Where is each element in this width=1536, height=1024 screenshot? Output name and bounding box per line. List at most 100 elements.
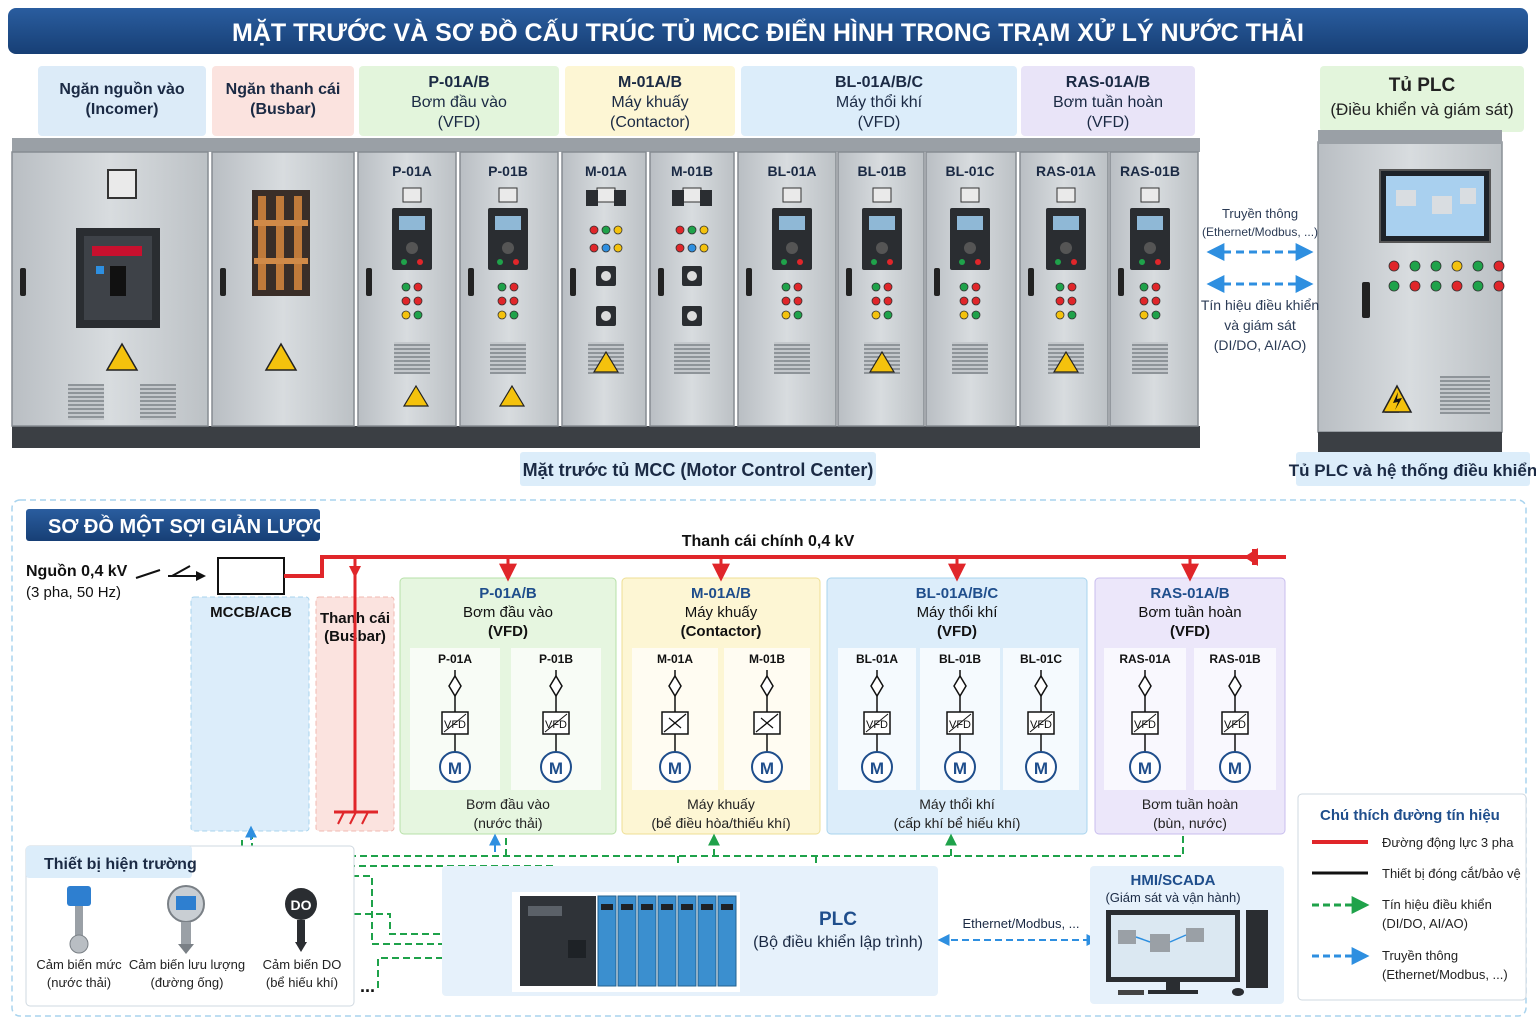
legend-item-2: Thiết bị đóng cắt/bảo vệ: [1382, 866, 1521, 881]
ethernet-label: Ethernet/Modbus, ...: [962, 916, 1079, 931]
cabinet-meter-P-01A: [402, 187, 422, 203]
cabinet-handle-8: [934, 268, 940, 296]
cabinet-vent-BL-01C: [952, 342, 988, 374]
mccb-box: [217, 557, 285, 595]
section-header-line-0-0: Ngăn nguồn vào: [59, 81, 185, 98]
motor-symbol-RAS-01A: [1129, 751, 1161, 783]
warning-icon-M-01A: [592, 350, 620, 373]
sld-frame: [11, 499, 1527, 1017]
section-header-box-4: [741, 66, 1017, 136]
plc-io-module-6: [717, 895, 737, 987]
cabinet-vent-RAS-01B: [1132, 342, 1168, 374]
plc-cabinet: [1317, 130, 1505, 452]
do-sensor-badge: DO: [291, 897, 312, 913]
sld-group-header-0-0: P-01A/B: [479, 585, 537, 602]
cabinet-handle-3: [468, 268, 474, 296]
sld-group-header-3-1: Bơm tuần hoàn: [1138, 604, 1241, 621]
fuse-symbol-P-01B: [549, 674, 563, 698]
plc-lamp-0: [1388, 260, 1400, 272]
plc-lamp-4: [1472, 260, 1484, 272]
plc-header-box: [1320, 66, 1524, 132]
section-header-line-2-1: Bơm đầu vào: [411, 94, 507, 111]
sld-group-header-2-2: (VFD): [937, 623, 977, 640]
do-sensor-icon: DO: [285, 888, 317, 952]
mcc-top-strip: [12, 138, 1200, 152]
cabinet-label-BL-01C: BL-01C: [945, 163, 994, 179]
field-device-3-sub: (bể hiếu khí): [266, 975, 338, 990]
plc-io-module-2: [637, 895, 657, 987]
source-label: Nguồn 0,4 kV: [26, 563, 128, 580]
mcc-caption-box: [520, 452, 876, 486]
section-headers: Ngăn nguồn vào(Incomer)Ngăn thanh cái(Bu…: [38, 66, 1195, 136]
fuse-symbol-BL-01B: [953, 674, 967, 698]
hmi-monitor-icon: [1106, 910, 1268, 996]
plc-lamp-2: [1430, 260, 1442, 272]
field-more: ...: [360, 976, 375, 996]
feeder-label-M-01A: M-01A: [657, 652, 693, 666]
legend-title: Chú thích đường tín hiệu: [1320, 807, 1500, 824]
cabinet-handle-5: [658, 268, 664, 296]
section-header-line-2-2: (VFD): [438, 114, 481, 131]
feeder-label-BL-01A: BL-01A: [856, 652, 898, 666]
plc-io-module-5: [697, 895, 717, 987]
plc-lamp-1: [1409, 260, 1421, 272]
incomer-vent-right: [140, 384, 176, 420]
feeder-label-P-01A: P-01A: [438, 652, 472, 666]
section-header-line-3-0: M-01A/B: [618, 74, 682, 91]
sld-group-header-1-0: M-01A/B: [691, 585, 751, 602]
cabinet-label-RAS-01A: RAS-01A: [1036, 163, 1096, 179]
signal-label-3: (DI/DO, AI/AO): [1214, 337, 1307, 353]
sld-group-footer-1-0: Máy khuấy: [687, 796, 755, 812]
cabinet-vent-BL-01A: [774, 342, 810, 374]
feeder-label-M-01B: M-01B: [749, 652, 785, 666]
sld-group-header-3-0: RAS-01A/B: [1150, 585, 1229, 602]
section-header-line-4-1: Máy thổi khí: [836, 93, 923, 111]
section-header-line-1-1: (Busbar): [250, 101, 316, 118]
plc-caption: Tủ PLC và hệ thống điều khiển: [1289, 461, 1536, 480]
title-bar: [8, 8, 1528, 54]
sld-group-header-1-1: Máy khuấy: [685, 604, 758, 621]
section-header-box-3: [565, 66, 735, 136]
motor-text-M-01B: M: [760, 759, 774, 778]
incomer-warning-icon: [105, 342, 139, 371]
flow-sensor-icon: [167, 885, 205, 954]
cabinet-label-P-01B: P-01B: [488, 163, 528, 179]
section-header-line-4-0: BL-01A/B/C: [835, 74, 923, 91]
section-header-box-1: [212, 66, 354, 136]
sld-group-footer-2-0: Máy thổi khí: [919, 796, 995, 812]
sld-group-footer-0-0: Bơm đầu vào: [466, 796, 550, 812]
comm-label-2: (Ethernet/Modbus, ...): [1202, 225, 1318, 239]
cabinet-meter-P-01B: [498, 187, 518, 203]
cabinet-meter-M-01B: [682, 187, 702, 203]
motor-text-BL-01B: M: [953, 759, 967, 778]
warning-icon-P-01A: [402, 384, 430, 407]
mcc-plinth: [12, 426, 1200, 448]
signal-label-2: và giám sát: [1224, 317, 1296, 333]
section-header-line-2-0: P-01A/B: [428, 74, 489, 91]
plc-io-module-3: [657, 895, 677, 987]
comm-label-1: Truyền thông: [1222, 206, 1298, 221]
sld-group-header-0-2: (VFD): [488, 623, 528, 640]
motor-text-RAS-01A: M: [1138, 759, 1152, 778]
level-sensor-icon: [67, 886, 91, 954]
field-device-1-label: Cảm biến mức: [36, 957, 122, 972]
plc-caption-box: [1296, 452, 1530, 486]
plc-button-4: [1472, 280, 1484, 292]
legend-item-3-sub: (DI/DO, AI/AO): [1382, 916, 1468, 931]
sld-group-header-0-1: Bơm đầu vào: [463, 604, 553, 621]
cabinet-label-RAS-01B: RAS-01B: [1120, 163, 1180, 179]
sld-title: SƠ ĐỒ MỘT SỢI GIẢN LƯỢC: [48, 514, 327, 538]
feeder-label-RAS-01B: RAS-01B: [1209, 652, 1261, 666]
fuse-symbol-M-01B: [760, 674, 774, 698]
section-header-line-3-2: (Contactor): [610, 114, 690, 131]
motor-symbol-M-01B: [751, 751, 783, 783]
plc-io-module-0: [597, 895, 617, 987]
fuse-symbol-P-01A: [448, 674, 462, 698]
field-devices-title: Thiết bị hiện trường: [44, 856, 197, 873]
warning-icon-P-01B: [498, 384, 526, 407]
motor-symbol-BL-01B: [944, 751, 976, 783]
motor-symbol-P-01B: [540, 751, 572, 783]
section-header-box-0: [38, 66, 206, 136]
fuse-symbol-RAS-01B: [1228, 674, 1242, 698]
